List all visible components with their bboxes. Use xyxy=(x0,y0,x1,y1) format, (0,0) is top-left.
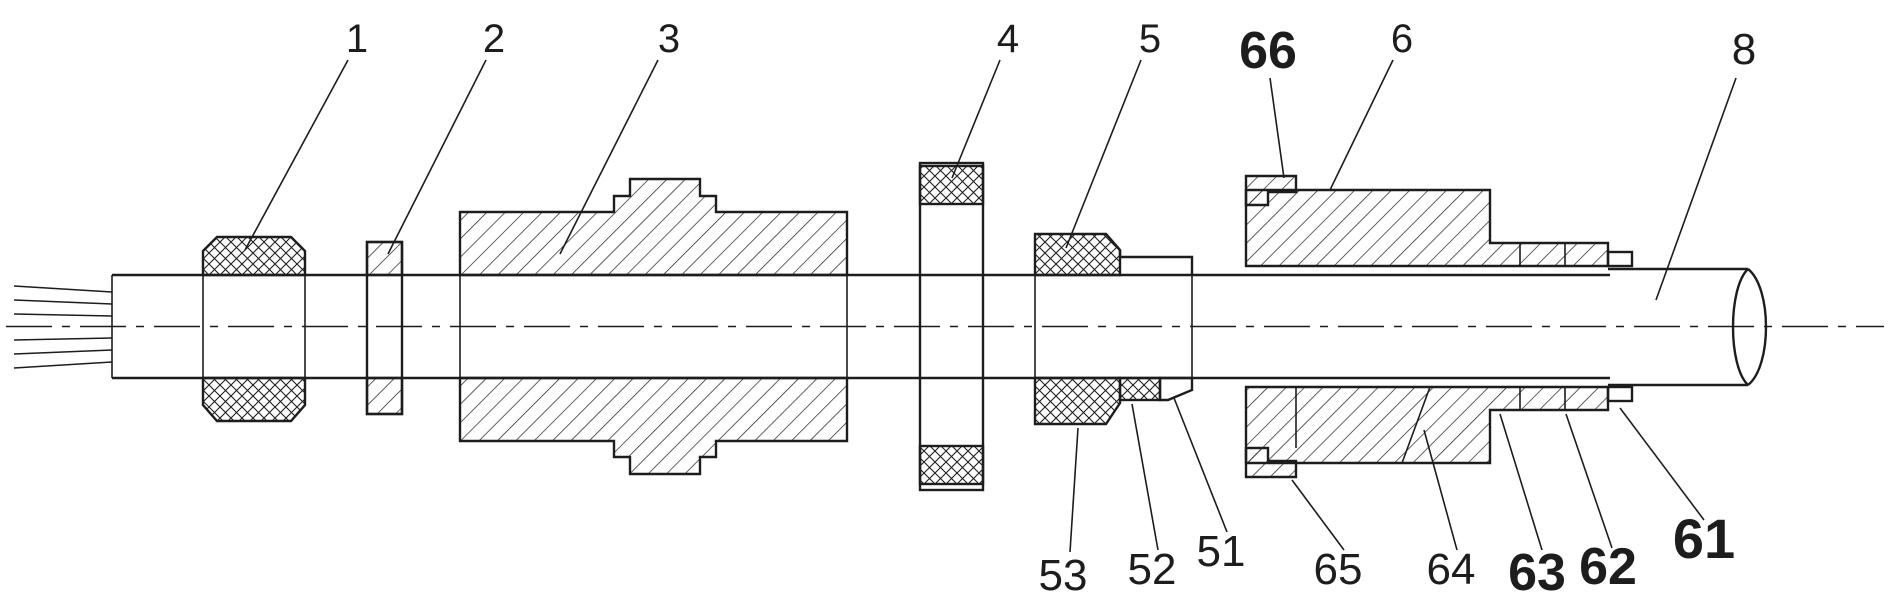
leader-part5 xyxy=(1065,59,1142,249)
label-part8: 8 xyxy=(1732,25,1756,74)
part5-bottom-step-seal xyxy=(1118,376,1162,402)
label-part1: 1 xyxy=(346,17,368,61)
cable-end-inner-arc xyxy=(1731,268,1749,386)
part1-bottom-section xyxy=(201,376,307,423)
part8-cable xyxy=(1608,267,1768,387)
leader-part51 xyxy=(1173,397,1228,533)
label-part62: 62 xyxy=(1579,538,1637,596)
part2-bottom-section xyxy=(365,376,404,416)
label-part66: 66 xyxy=(1239,22,1297,80)
leader-part53 xyxy=(1069,427,1079,553)
label-part64: 64 xyxy=(1427,545,1476,594)
wire-strands xyxy=(13,285,113,369)
part3-top-section xyxy=(458,177,849,277)
part2-top-section xyxy=(365,240,404,277)
leader-part61 xyxy=(1619,407,1705,521)
part5-bottom-step-tip xyxy=(1158,376,1194,402)
part6-top-section xyxy=(1244,188,1610,268)
label-part4: 4 xyxy=(997,17,1019,61)
label-part3: 3 xyxy=(658,17,680,61)
part3-gland-body xyxy=(458,177,849,476)
label-part65: 65 xyxy=(1314,545,1363,594)
part3-bottom-section xyxy=(458,376,849,476)
label-part51: 51 xyxy=(1197,527,1246,576)
part4-flange xyxy=(918,161,985,492)
label-part2: 2 xyxy=(483,17,505,61)
leader-part2 xyxy=(387,59,487,255)
leader-part66 xyxy=(1269,77,1285,179)
part5-seal xyxy=(1033,232,1194,426)
part4-bottom-tip xyxy=(918,444,985,486)
label-part6: 6 xyxy=(1391,17,1413,61)
ferrule-boundary-64 xyxy=(1401,386,1431,464)
label-part5: 5 xyxy=(1139,17,1161,61)
label-part52: 52 xyxy=(1128,545,1177,594)
leader-lines xyxy=(244,59,1737,553)
leader-part1 xyxy=(244,59,349,251)
callout-labels: 1 2 3 4 5 66 6 8 53 52 51 65 64 63 62 61 xyxy=(346,17,1756,601)
cable-end-outer-arc xyxy=(1747,268,1768,386)
leader-part6 xyxy=(1329,59,1394,191)
leader-part65 xyxy=(1291,479,1345,551)
clamp-ring-61-bottom xyxy=(1606,385,1634,403)
leader-part52 xyxy=(1131,403,1159,551)
leader-part63 xyxy=(1499,413,1543,551)
label-part63: 63 xyxy=(1508,544,1566,601)
label-part53: 53 xyxy=(1039,551,1088,600)
part6-cap-assembly xyxy=(1244,174,1634,479)
part1-seal-ring xyxy=(201,235,307,423)
part4-top-tip xyxy=(918,164,985,206)
part2-washer xyxy=(365,240,404,416)
part6-bottom-hook xyxy=(1244,446,1298,479)
leader-part3 xyxy=(559,59,659,255)
leader-part4 xyxy=(951,59,1001,179)
part1-top-section xyxy=(201,235,307,277)
part6-top-hook xyxy=(1244,174,1298,207)
part5-top-step xyxy=(1118,250,1194,275)
cable-core xyxy=(111,273,1610,380)
leader-part62 xyxy=(1565,413,1613,549)
part5-bottom-section xyxy=(1033,376,1122,426)
leader-part8 xyxy=(1655,77,1737,301)
part5-top-section xyxy=(1033,232,1122,277)
clamp-ring-61-top xyxy=(1606,250,1634,268)
part6-bottom-section xyxy=(1244,385,1610,465)
label-part61: 61 xyxy=(1673,507,1735,570)
leader-part64 xyxy=(1423,429,1458,551)
